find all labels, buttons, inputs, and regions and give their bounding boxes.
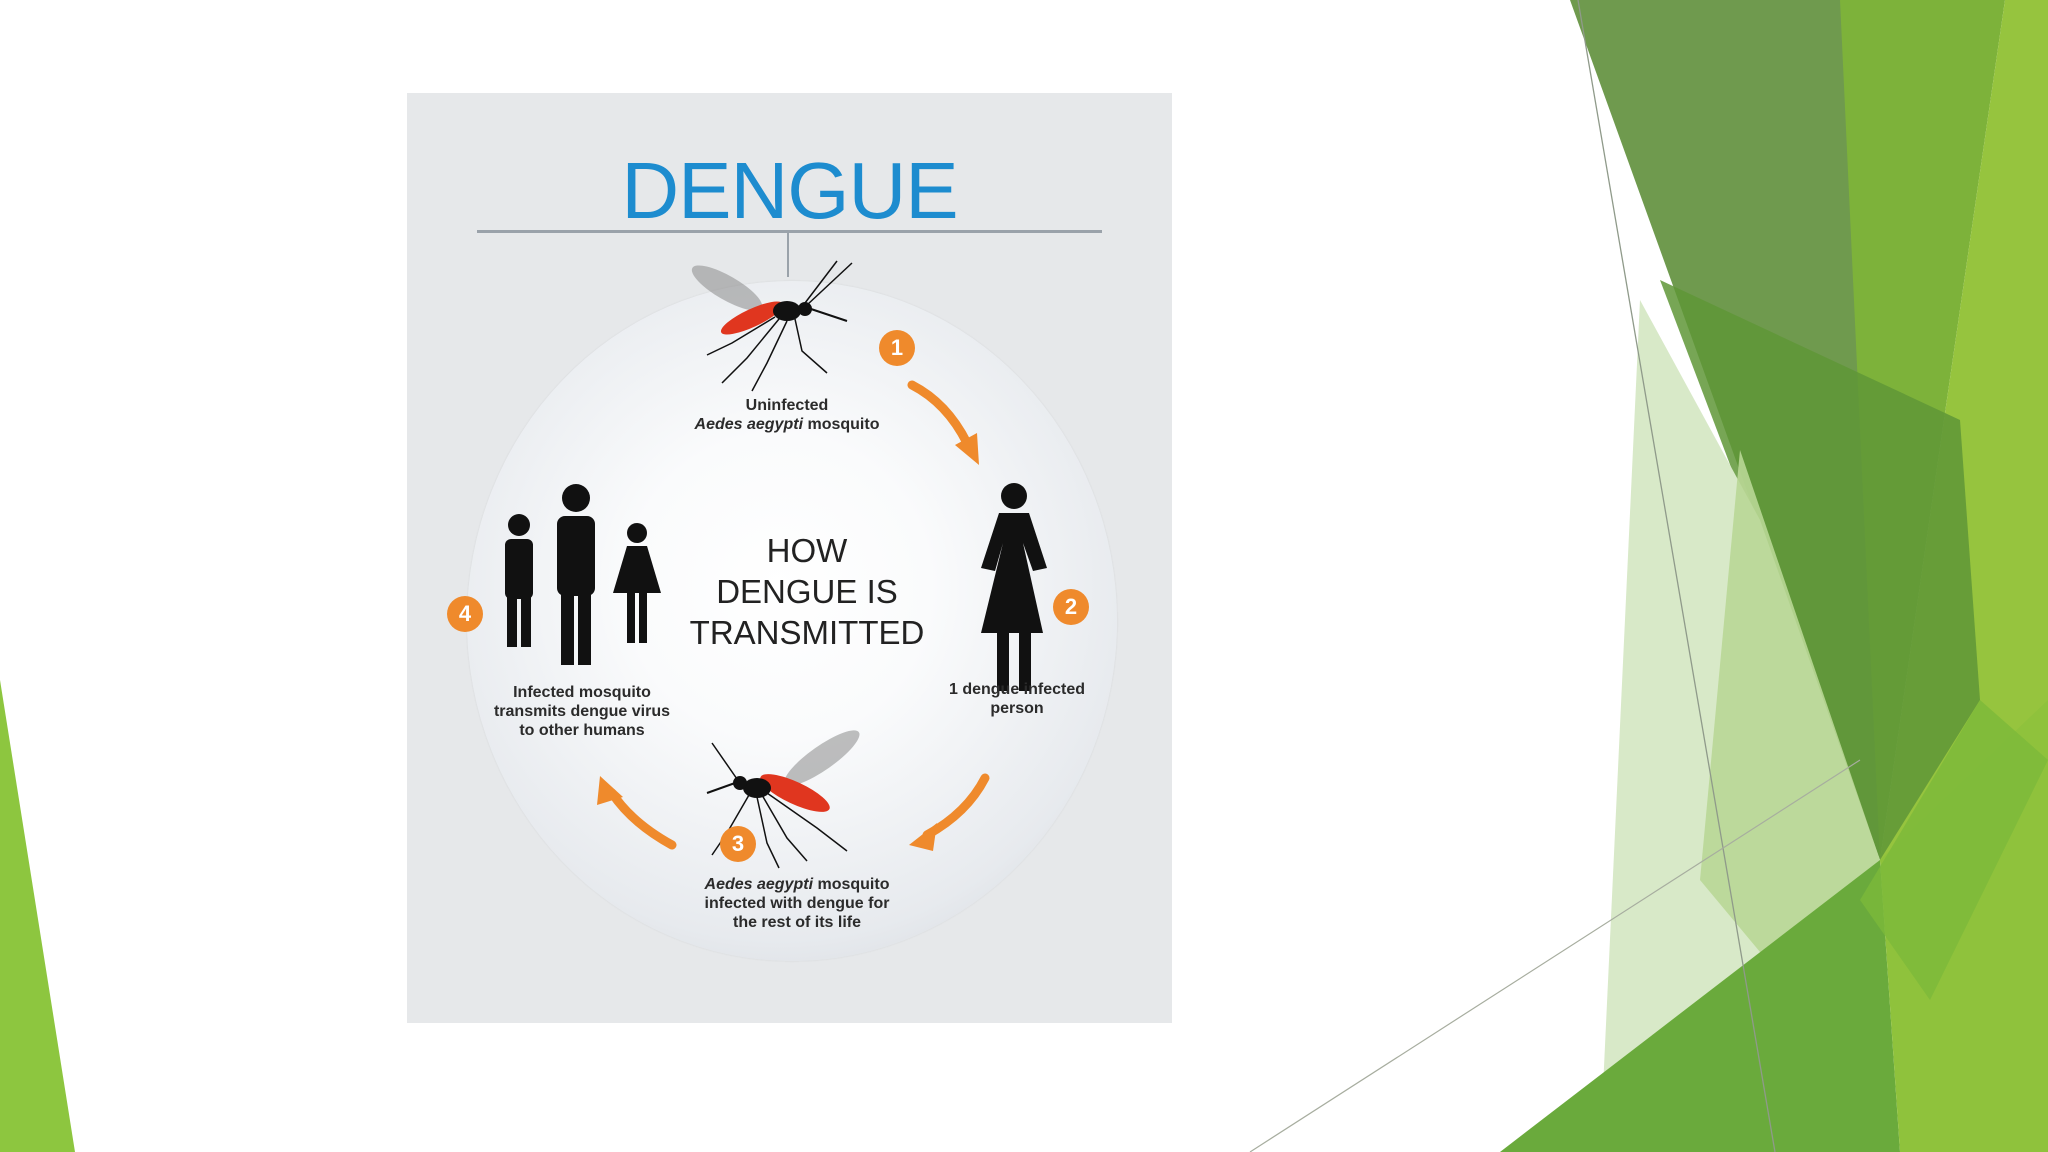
step-2-badge: 2	[1053, 589, 1089, 625]
title-divider	[477, 230, 1102, 233]
species-name: Aedes aegypti	[694, 416, 804, 433]
title-connector	[787, 232, 789, 277]
caption-line: to other humans	[519, 722, 645, 739]
uninfected-mosquito-icon	[691, 260, 853, 392]
caption-line: Infected mosquito	[513, 684, 651, 701]
cycle-heading-line: DENGUE IS	[716, 573, 898, 610]
caption-line: infected with dengue for	[704, 895, 890, 912]
caption-line: transmits dengue virus	[493, 703, 671, 720]
caption-word: mosquito	[807, 416, 880, 433]
caption-line: the rest of its life	[732, 914, 862, 931]
infected-person-icon	[981, 483, 1047, 691]
arrow-head-icon	[955, 433, 979, 465]
step-2-caption: 1 dengue infected person	[922, 680, 1112, 718]
facet-line	[1249, 759, 1861, 1152]
cycle-heading-line: HOW	[766, 532, 848, 569]
caption-line: Uninfected	[745, 397, 829, 414]
step-4-badge: 4	[447, 596, 483, 632]
facet-shape	[1660, 280, 1980, 860]
facet-shape	[0, 680, 75, 1152]
step-3-caption: Aedes aegypti mosquito infected with den…	[672, 875, 922, 932]
arrow-head-icon	[597, 776, 623, 805]
step-1-caption: Uninfected Aedes aegypti mosquito	[657, 396, 917, 434]
arrow-head-icon	[909, 823, 937, 851]
cycle-arrow-icon	[907, 380, 972, 448]
caption-line: person	[990, 700, 1044, 717]
cycle-heading-line: TRANSMITTED	[689, 614, 925, 651]
caption-line: 1 dengue infected	[948, 681, 1086, 698]
family-icon	[505, 484, 661, 665]
cycle-arrow-icon	[607, 788, 677, 850]
caption-word: mosquito	[817, 876, 890, 893]
facet-shape	[1700, 450, 1880, 1000]
dengue-infographic: DENGUE	[407, 93, 1172, 1023]
infected-mosquito-icon	[706, 730, 860, 869]
step-1-badge: 1	[879, 330, 915, 366]
step-4-caption: Infected mosquito transmits dengue virus…	[472, 683, 692, 740]
step-3-badge: 3	[720, 826, 756, 862]
cycle-artwork	[505, 260, 1047, 869]
facet-shape	[1500, 860, 1900, 1152]
species-name: Aedes aegypti	[704, 876, 814, 893]
infographic-title: DENGUE	[621, 146, 958, 235]
facet-line	[1577, 0, 1776, 1152]
facet-shape	[1860, 700, 2048, 1000]
